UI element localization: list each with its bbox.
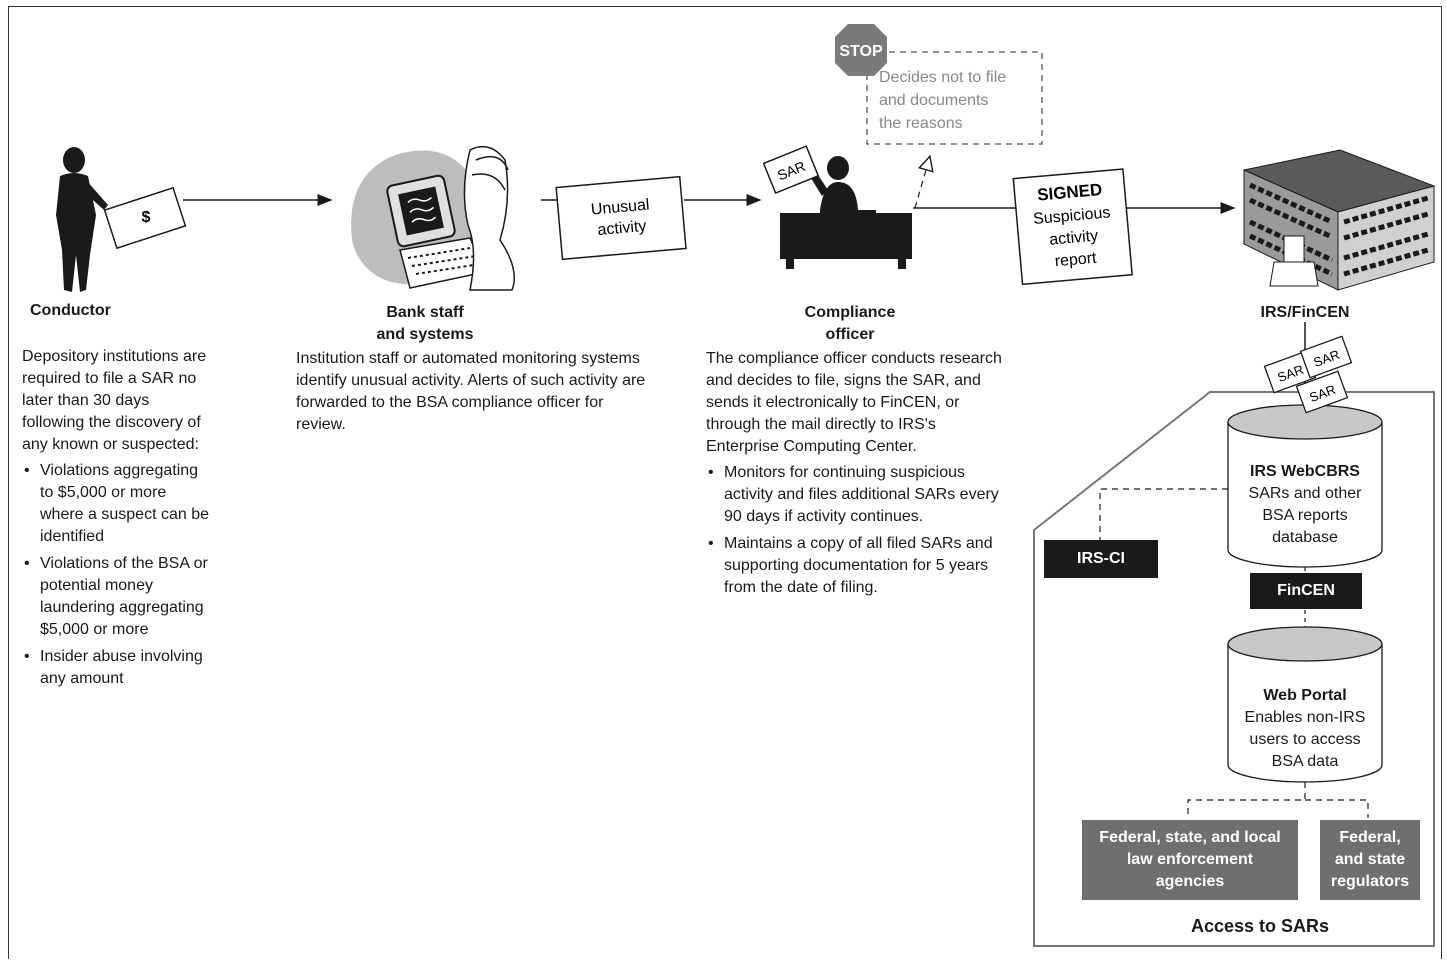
signed-line2: Suspicious [1033,204,1112,228]
conductor-bullet: Insider abuse involving any amount [24,646,214,690]
regulators-line1: Federal, [1339,829,1401,846]
web-portal-line3: BSA data [1271,753,1339,770]
web-portal-text: Web Portal Enables non-IRS users to acce… [1228,685,1382,773]
webcbrs-database-icon [1227,404,1383,568]
regulators-line2: and state [1334,851,1406,868]
signed-report-box [1012,168,1133,286]
conductor-bullets: Violations aggregating to $5,000 or more… [22,460,214,690]
signed-line3: activity [1049,228,1099,249]
bank-staff-description: Institution staff or automated monitorin… [296,350,646,433]
sar-sign-icon: SAR [762,145,820,195]
compliance-officer-desk-icon [780,156,912,269]
unusual-line1: Unusual [590,197,650,219]
conductor-description: Depository institutions are required to … [22,346,214,695]
webcbrs-line2: BSA reports [1262,507,1348,524]
regulators-box: Federal, and state regulators [1320,820,1420,900]
outer-frame [8,6,1442,959]
law-enforcement-line3: agencies [1155,873,1225,890]
stop-line3: the reasons [879,115,963,132]
irs-fincen-title: IRS/FinCEN [1260,304,1350,321]
bill-label: $ [142,209,151,226]
stop-line2: and documents [879,92,989,109]
compliance-title: Compliance officer [750,302,950,346]
stop-box-text: Decides not to file and documents the re… [879,66,1039,135]
stop-sign-icon [835,24,887,76]
web-portal-line1: Enables non-IRS [1244,709,1366,726]
law-enforcement-line1: Federal, state, and local [1099,829,1281,846]
dashed-portal-to-agencies [1187,782,1306,818]
web-portal-line2: users to access [1249,731,1361,748]
fincen-box: FinCEN [1250,573,1362,609]
conductor-intro: Depository institutions are required to … [22,348,207,453]
dashed-to-stop [914,163,928,209]
conductor-bullet: Violations aggregating to $5,000 or more… [24,460,214,548]
conductor-figure-icon [56,147,108,292]
access-to-sars-title: Access to SARs [1190,916,1330,936]
compliance-intro: The compliance officer conducts research… [706,350,1002,455]
irs-ci-box: IRS-CI [1044,540,1158,578]
webcbrs-line1: SARs and other [1248,485,1362,502]
law-enforcement-box: Federal, state, and local law enforcemen… [1082,820,1298,900]
webcbrs-line3: database [1272,529,1338,546]
compliance-title-line1: Compliance [804,304,896,321]
compliance-bullet: Monitors for continuing suspicious activ… [708,462,1006,528]
irs-building-icon [1242,149,1436,291]
compliance-bullet: Maintains a copy of all filed SARs and s… [708,533,1006,599]
signed-line4: report [1054,250,1098,271]
compliance-title-line2: officer [825,326,875,343]
stop-line1: Decides not to file [879,69,1007,86]
compliance-bullets: Monitors for continuing suspicious activ… [706,462,1006,599]
conductor-bullet: Violations of the BSA or potential money… [24,553,214,641]
conductor-title: Conductor [30,302,111,319]
money-bill-icon [103,186,187,250]
unusual-line2: activity [597,218,647,239]
bank-staff-title: Bank staff and systems [330,302,520,346]
regulators-line3: regulators [1330,873,1410,890]
stop-box [866,51,1043,145]
web-portal-database-icon [1227,626,1383,783]
unusual-activity-box [555,175,687,261]
bank-staff-title-line2: and systems [376,326,474,343]
bank-staff-computer-icon [351,145,515,291]
webcbrs-text: IRS WebCBRS SARs and other BSA reports d… [1228,461,1382,549]
compliance-description: The compliance officer conducts research… [706,348,1006,604]
bank-staff-title-line1: Bank staff [386,304,464,321]
stop-sign-label: STOP [839,43,883,60]
sar-papers-icon: SAR SAR SAR [1263,335,1353,414]
webcbrs-title: IRS WebCBRS [1250,463,1360,480]
web-portal-title: Web Portal [1263,687,1347,704]
law-enforcement-line2: law enforcement [1126,851,1254,868]
